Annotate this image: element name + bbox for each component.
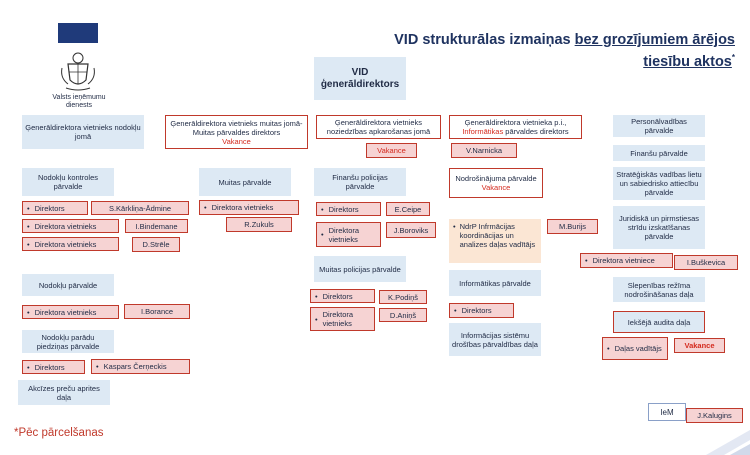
tax-control-director-name: S.Kārkliņa-Ādmine bbox=[91, 201, 189, 215]
deputy-informatics-box: Ģenerāldirektora vietnieka p.i., Informā… bbox=[449, 115, 582, 139]
informatics-box: Informātikas pārvalde bbox=[449, 270, 541, 296]
informatics-director: •Direktors bbox=[449, 303, 514, 318]
fin-police-deputy: •Direktora vietnieks bbox=[316, 222, 381, 247]
coat-of-arms-logo bbox=[61, 52, 95, 91]
deputy-crime-box: Ģenerāldirektora vietnieks noziedzības a… bbox=[316, 115, 441, 139]
secrecy-box: Slepenības režīma nodrošināšanas daļa bbox=[613, 277, 705, 302]
audit-box: Iekšējā audita daļa bbox=[613, 311, 705, 333]
fin-police-deputy-name: J.Boroviks bbox=[386, 222, 436, 238]
deputy-informatics-name: V.Narnicka bbox=[451, 143, 517, 158]
org-name: Valsts ieņēmumu dienests bbox=[52, 94, 106, 109]
fin-police-director: •Direktors bbox=[316, 202, 381, 216]
fin-police-box: Finanšu policijas pārvalde bbox=[314, 168, 406, 196]
customs-police-deputy: •Direktora vietnieks bbox=[310, 307, 375, 331]
customs-police-box: Muitas policijas pārvalde bbox=[314, 256, 406, 282]
excise-box: Akcīzes preču aprites daļa bbox=[18, 380, 110, 405]
ndrp-name: M.Burijs bbox=[547, 219, 598, 234]
eu-flag-logo bbox=[58, 23, 98, 43]
customs-police-director: •Direktors bbox=[310, 289, 375, 303]
audit-vacancy: Vakance bbox=[674, 338, 725, 353]
tax-dept-box: Nodokļu pārvalde bbox=[22, 274, 114, 296]
audit-head: •Daļas vadītājs bbox=[602, 337, 668, 360]
tax-control-box: Nodokļu kontroles pārvalde bbox=[22, 168, 114, 196]
customs-deputy-name: R.Zukuls bbox=[226, 217, 292, 232]
debt-dept-box: Nodokļu parādu piedziņas pārvalde bbox=[22, 330, 114, 353]
decorative-stripes bbox=[706, 430, 750, 455]
deputy-tax-box: Ģenerāldirektora vietnieks nodokļu jomā bbox=[22, 115, 144, 149]
ndrp-box: •NdrP Infrmācijas koordinācijas un anali… bbox=[449, 219, 541, 263]
deputy-crime-vacancy: Vakance bbox=[366, 143, 417, 158]
footnote: *Pēc pārcelšanas bbox=[14, 427, 104, 439]
legal-deputy-name: I.Buškevica bbox=[674, 255, 738, 270]
tax-control-deputy-name-1: I.Bindemane bbox=[125, 219, 188, 233]
finance-box: Finanšu pārvalde bbox=[613, 145, 705, 161]
fin-police-director-name: E.Ceipe bbox=[386, 202, 430, 216]
customs-police-director-name: K.Podiņš bbox=[379, 290, 427, 304]
iem-name: J.Kalugins bbox=[686, 408, 743, 423]
security-box: Nodrošinājuma pārvalde Vakance bbox=[449, 168, 543, 198]
tax-control-deputy-1: •Direktora vietnieks bbox=[22, 219, 119, 233]
customs-box: Muitas pārvalde bbox=[199, 168, 291, 196]
strategy-box: Stratēģiskās vadības lietu un sabiedrisk… bbox=[613, 167, 705, 200]
page-title: VID strukturālas izmaiņas bez grozījumie… bbox=[394, 32, 735, 70]
iem-box: IeM bbox=[648, 403, 686, 421]
tax-dept-deputy: •Direktora vietnieks bbox=[22, 305, 119, 319]
director-general-box: VID ģenerāldirektors bbox=[314, 57, 406, 100]
customs-deputy: •Direktora vietnieks bbox=[199, 200, 299, 215]
deputy-customs-box: Ģenerāldirektora vietnieks muitas jomā-M… bbox=[165, 115, 308, 149]
infosec-box: Informācijas sistēmu drošības pārvaldība… bbox=[449, 323, 541, 356]
tax-dept-deputy-name: I.Borance bbox=[124, 304, 190, 319]
debt-dept-director: •Direktors bbox=[22, 360, 85, 374]
tax-control-deputy-2: •Direktora vietnieks bbox=[22, 237, 119, 251]
debt-dept-director-name: •Kaspars Čerņeckis bbox=[91, 359, 190, 374]
tax-control-director: •Direktors bbox=[22, 201, 88, 215]
customs-police-deputy-name: D.Aniņš bbox=[379, 308, 427, 322]
personnel-box: Personālvadības pārvalde bbox=[613, 115, 705, 137]
legal-box: Juridiskā un pirmstiesas strīdu izskatīš… bbox=[613, 206, 705, 249]
tax-control-deputy-name-2: D.Strēle bbox=[132, 237, 180, 252]
legal-deputy: •Direktora vietniece bbox=[580, 253, 673, 268]
